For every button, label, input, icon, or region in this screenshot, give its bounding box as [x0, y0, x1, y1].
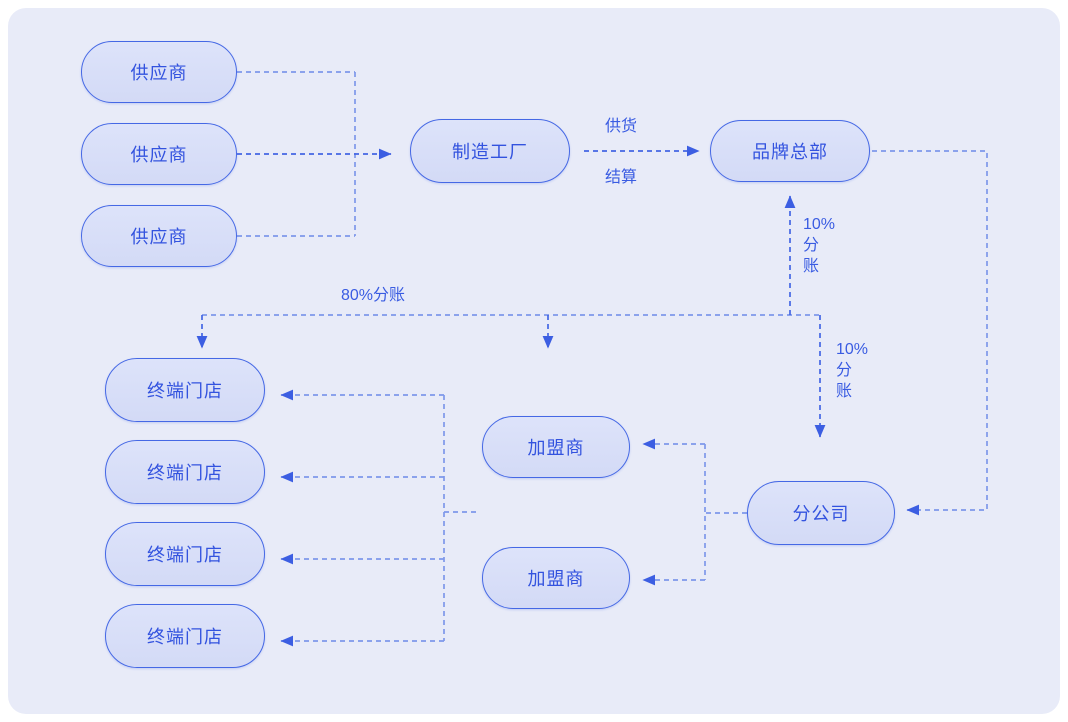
edge-label-line: 分	[836, 362, 853, 379]
edge-label-line: 账	[803, 258, 820, 275]
node-branch-company: 分公司	[747, 481, 895, 545]
edge-store-trunk	[443, 395, 480, 641]
node-supplier-1: 供应商	[81, 41, 237, 103]
edge-label-settlement: 结算	[604, 169, 637, 186]
edge-hq-to-branch-routing	[872, 150, 988, 516]
node-supplier-2: 供应商	[81, 123, 237, 185]
node-brand-hq: 品牌总部	[710, 120, 870, 182]
node-store-1: 终端门店	[105, 358, 265, 422]
edge-label-line: 10%	[803, 216, 836, 233]
node-factory: 制造工厂	[410, 119, 570, 183]
edge-label-split-10-to-hq: 10% 分 账	[803, 214, 835, 277]
edge-label-line: 10%	[836, 341, 869, 358]
node-franchisee-2: 加盟商	[482, 547, 630, 609]
node-store-4: 终端门店	[105, 604, 265, 668]
edge-branch-to-franchisee-trunk	[704, 444, 747, 580]
edge-label-line: 分	[803, 237, 820, 254]
edge-label-supply: 供货	[604, 118, 637, 135]
edge-label-split-80: 80%分账	[341, 287, 406, 304]
node-store-2: 终端门店	[105, 440, 265, 504]
node-supplier-3: 供应商	[81, 205, 237, 267]
node-store-3: 终端门店	[105, 522, 265, 586]
edge-label-line: 账	[836, 383, 853, 400]
edge-label-split-10-to-branch: 10% 分 账	[836, 339, 868, 402]
node-franchisee-1: 加盟商	[482, 416, 630, 478]
